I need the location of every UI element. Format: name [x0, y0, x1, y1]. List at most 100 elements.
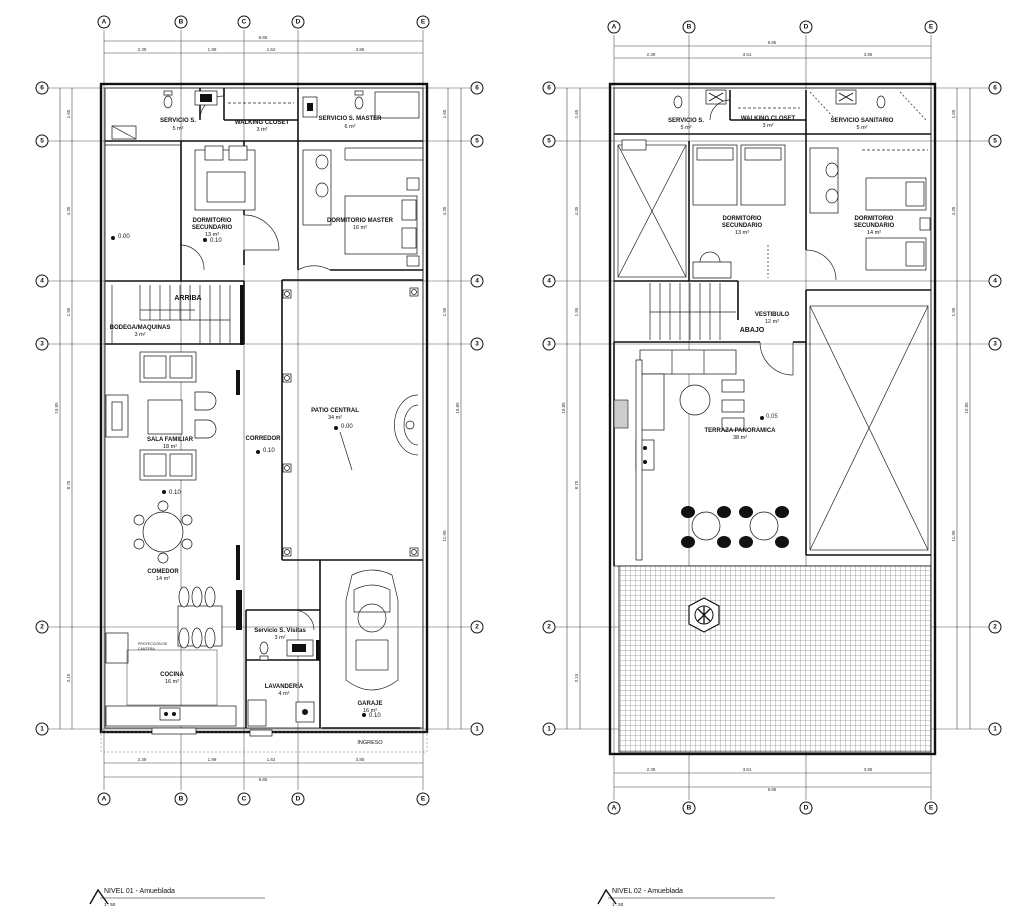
dim-left-total: 19.85	[561, 402, 566, 414]
plan-2-title: NIVEL 02 - Amueblada	[612, 888, 683, 895]
grid-col-e: E	[421, 19, 426, 26]
plan-1-title: NIVEL 01 - Amueblada	[104, 888, 175, 895]
dim-top-total: 9.85	[768, 40, 777, 45]
grid-row-2: 2	[40, 624, 44, 631]
grid-col-e: E	[929, 24, 934, 31]
dim-right-43: 1.95	[951, 307, 956, 316]
room-dormitorio-secundario-name2: SECUNDARIO	[192, 225, 233, 231]
grid-row-1: 1	[40, 726, 44, 733]
dim-right-54: 4.35	[951, 206, 956, 215]
level-marker: 0.10	[210, 238, 222, 244]
room-servicio-s-name: SERVICIO S.	[668, 118, 704, 124]
dim-left-54: 4.35	[66, 206, 71, 215]
room-bodega-name: BODEGA/MAQUINAS	[110, 325, 171, 331]
grid-row-3: 3	[547, 341, 551, 348]
room-sala-familiar-area: 18 m²	[163, 444, 177, 450]
dim-left-21: 3.15	[66, 673, 71, 682]
dim-right-31: 11.90	[442, 530, 447, 541]
level-marker: 0.10	[169, 490, 181, 496]
grid-col-b: B	[687, 805, 692, 812]
grid-row-markers-left: 6 5 4 3 2 1	[542, 81, 556, 736]
grid-row-6: 6	[475, 85, 479, 92]
room-cocina-name: COCINA	[160, 672, 184, 678]
room-dormitorio-b-name: DORMITORIO	[855, 216, 894, 222]
room-servicio-sanitario-area: 5 m²	[857, 125, 868, 131]
grid-col-a: A	[612, 24, 617, 31]
dim-right-31: 11.90	[951, 530, 956, 541]
dim-left-65: 1.65	[66, 109, 71, 118]
grid-col-d: D	[296, 19, 301, 26]
dim-bottom-ab: 2.39	[138, 757, 147, 762]
grid-row-3: 3	[475, 341, 479, 348]
room-terraza-area: 38 m²	[733, 435, 747, 441]
dim-right-total: 19.85	[455, 402, 460, 414]
level-marker: 0.00	[341, 424, 353, 430]
room-garaje-area: 16 m²	[363, 708, 377, 714]
grid-col-a: A	[102, 19, 107, 26]
room-dormitorio-a-name: DORMITORIO	[723, 216, 762, 222]
grid-row-3: 3	[993, 341, 997, 348]
plan-nivel-02: A B D E A B D E 6 5 4 3 2 1 6 5 4 3 2 1	[542, 20, 1002, 815]
grid-row-4: 4	[475, 278, 479, 285]
level-marker: 0.10	[263, 448, 275, 454]
grid-col-a: A	[612, 805, 617, 812]
grid-row-5: 5	[993, 138, 997, 145]
room-vestibulo-name: VESTIBULO	[755, 312, 790, 318]
grid-row-1: 1	[993, 726, 997, 733]
grid-row-4: 4	[993, 278, 997, 285]
grid-col-e: E	[929, 805, 934, 812]
room-servicio-visitas-name: Servicio S. Visitas	[254, 628, 306, 634]
dim-right-43: 1.95	[442, 307, 447, 316]
room-walking-closet-name: WALKING CLOSET	[235, 120, 290, 126]
dim-top-cd: 1.62	[267, 47, 276, 52]
room-dormitorio-master-area: 16 m²	[353, 225, 367, 231]
grid-row-markers-right: 6 5 4 3 2 1	[470, 81, 484, 736]
grid-col-c: C	[242, 19, 247, 26]
room-dormitorio-a-name2: SECUNDARIO	[722, 223, 763, 229]
dim-left-32: 8.75	[66, 480, 71, 489]
dim-left-total: 19.85	[54, 402, 59, 414]
room-servicio-master-area: 6 m²	[345, 124, 356, 130]
dim-bottom-bd: 3.61	[743, 767, 752, 772]
room-lavanderia-area: 4 m²	[279, 691, 290, 697]
dim-bottom-de: 3.85	[356, 757, 365, 762]
grid-col-b: B	[179, 796, 184, 803]
dim-left-32: 8.75	[574, 480, 579, 489]
grid-column-markers-bottom: A B C D E	[97, 792, 430, 806]
stairs-abajo-label: ABAJO	[740, 327, 765, 334]
grid-row-6: 6	[993, 85, 997, 92]
dim-top-total: 9.85	[259, 35, 268, 40]
dim-top-ab: 2.39	[138, 47, 147, 52]
room-patio-central-name: PATIO CENTRAL	[311, 408, 359, 414]
room-dormitorio-master-name: DORMITORIO MASTER	[327, 218, 394, 224]
grid-row-4: 4	[547, 278, 551, 285]
room-comedor-area: 14 m²	[156, 576, 170, 582]
stairs-arriba-label: ARRIBA	[174, 295, 201, 302]
room-sala-familiar-name: SALA FAMILIAR	[147, 437, 194, 443]
grid-row-2: 2	[475, 624, 479, 631]
dim-right-total: 19.85	[964, 402, 969, 414]
dim-bottom-bc: 1.99	[208, 757, 217, 762]
grid-row-1: 1	[547, 726, 551, 733]
grid-column-markers-bottom: A B D E	[607, 801, 938, 815]
grid-row-markers-left: 6 5 4 3 2 1	[35, 81, 49, 736]
dim-right-54: 4.35	[442, 206, 447, 215]
cocina-note-line1: PROYECCIÓN DE	[138, 641, 168, 646]
plan-2-scale: 1 : 50	[612, 902, 624, 907]
dim-left-21: 3.15	[574, 673, 579, 682]
level-marker: 0.10	[369, 713, 381, 719]
room-corredor-name: CORREDOR	[245, 436, 281, 442]
grid-row-5: 5	[547, 138, 551, 145]
grid-col-b: B	[687, 24, 692, 31]
grid-col-b: B	[179, 19, 184, 26]
dim-bottom-de: 3.85	[864, 767, 873, 772]
room-vestibulo-area: 12 m²	[765, 319, 779, 325]
room-walking-closet-area: 3 m²	[257, 127, 268, 133]
grid-row-6: 6	[547, 85, 551, 92]
dim-right-65: 1.65	[951, 109, 956, 118]
dim-top-de: 3.85	[356, 47, 365, 52]
grid-column-markers-top: A B D E	[607, 20, 938, 34]
grid-row-1: 1	[475, 726, 479, 733]
room-servicio-visitas-area: 3 m²	[275, 635, 286, 641]
